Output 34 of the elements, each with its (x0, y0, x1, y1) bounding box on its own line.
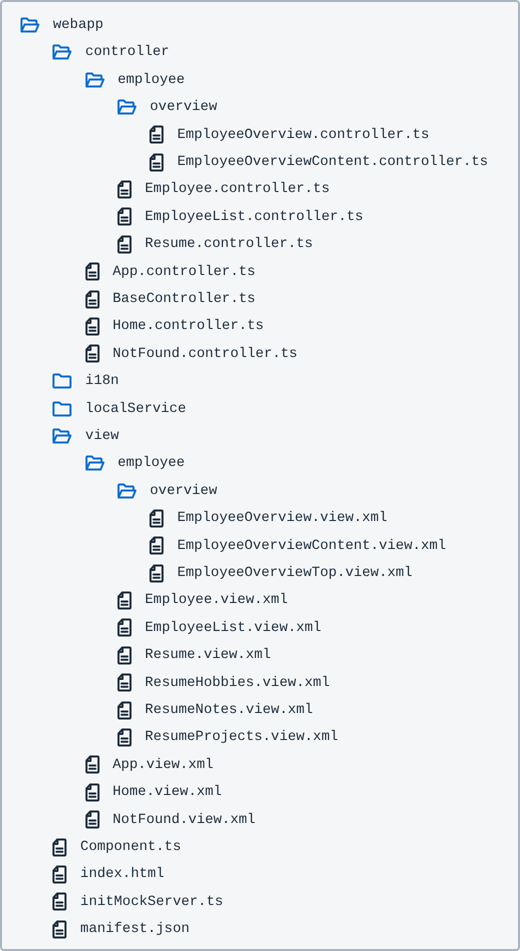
file-name: ResumeNotes.view.xml (144, 701, 313, 719)
file-name: App.view.xml (112, 756, 214, 774)
folder-name: i18n (85, 372, 119, 390)
folder-name: localService (85, 400, 186, 418)
file-name: Employee.view.xml (144, 591, 288, 610)
file-name: ResumeHobbies.view.xml (144, 674, 330, 692)
file-name: Home.view.xml (112, 783, 222, 802)
folder-name: employee (118, 70, 185, 89)
file-name: Home.controller.ts (112, 317, 264, 336)
file-name: ResumeProjects.view.xml (144, 728, 338, 746)
file-name: App.controller.ts (112, 262, 256, 281)
file-name: EmployeeOverview.controller.ts (177, 126, 430, 144)
file-name: EmployeeOverviewTop.view.xml (177, 564, 412, 582)
file-name: EmployeeOverviewContent.view.xml (177, 536, 446, 555)
folder-name: overview (150, 482, 218, 500)
folder-name: webapp (53, 16, 104, 34)
file-name: EmployeeList.controller.ts (144, 208, 364, 226)
file-name: Employee.controller.ts (144, 180, 330, 198)
file-name: EmployeeOverview.view.xml (177, 509, 388, 528)
folder-name: controller (85, 43, 170, 62)
file-name: Resume.controller.ts (144, 235, 313, 254)
file-name: index.html (80, 865, 164, 884)
file-name: Resume.view.xml (144, 646, 271, 664)
file-name: NotFound.controller.ts (112, 344, 298, 363)
file-name: NotFound.view.xml (112, 810, 256, 829)
file-name: Component.ts (80, 838, 182, 856)
file-name: initMockServer.ts (80, 892, 224, 911)
file-name: EmployeeList.view.xml (144, 618, 322, 637)
file-name: EmployeeOverviewContent.controller.ts (177, 153, 488, 171)
file-name: BaseController.ts (112, 290, 256, 308)
folder-name: employee (118, 454, 185, 472)
folder-name: view (85, 427, 119, 445)
folder-name: overview (150, 98, 218, 116)
file-name: manifest.json (80, 920, 190, 938)
